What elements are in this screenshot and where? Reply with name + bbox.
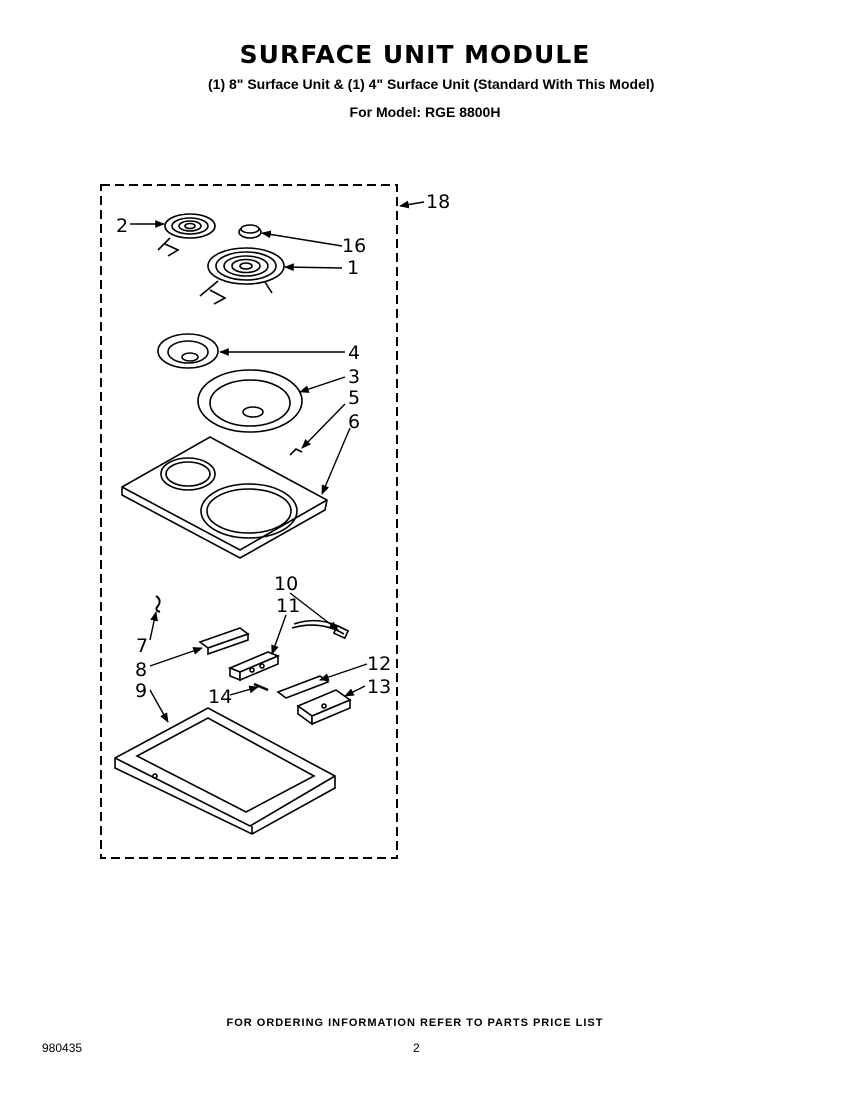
wire-harness [291,619,350,640]
mounting-bracket [296,689,352,726]
terminal-block [227,651,281,682]
label-part-14: 14 [208,686,232,708]
label-part-6: 6 [348,411,360,433]
cooktop-panel [121,436,328,559]
hook-part [155,595,161,613]
label-part-18: 18 [426,191,450,213]
document-number: 980435 [42,1041,83,1055]
label-part-11: 11 [276,595,300,617]
label-part-16: 16 [342,235,366,257]
label-part-3: 3 [348,366,360,388]
screw-part [253,682,269,692]
label-part-10: 10 [274,573,298,595]
large-drip-bowl [197,369,303,433]
page-title: SURFACE UNIT MODULE [239,40,591,69]
clip-part [289,448,303,456]
module-boundary [100,184,398,859]
model-number: For Model: RGE 8800H [349,104,501,120]
ordering-note: FOR ORDERING INFORMATION REFER TO PARTS … [226,1017,604,1029]
label-part-1: 1 [347,257,359,279]
cap-part [238,224,262,239]
large-surface-unit [199,247,285,305]
label-part-5: 5 [348,387,360,409]
burner-box-pan [114,707,336,835]
small-drip-bowl [157,333,219,369]
page-number: 2 [413,1041,420,1055]
insulator-part [276,675,330,699]
label-part-12: 12 [367,653,391,675]
label-part-2: 2 [116,215,128,237]
label-part-9: 9 [135,680,147,702]
bracket-part [198,627,250,656]
label-part-4: 4 [348,342,360,364]
page-subtitle: (1) 8" Surface Unit & (1) 4" Surface Uni… [208,76,655,92]
label-part-13: 13 [367,676,391,698]
label-part-7: 7 [136,635,148,657]
label-part-8: 8 [135,659,147,681]
small-surface-unit [157,213,216,257]
